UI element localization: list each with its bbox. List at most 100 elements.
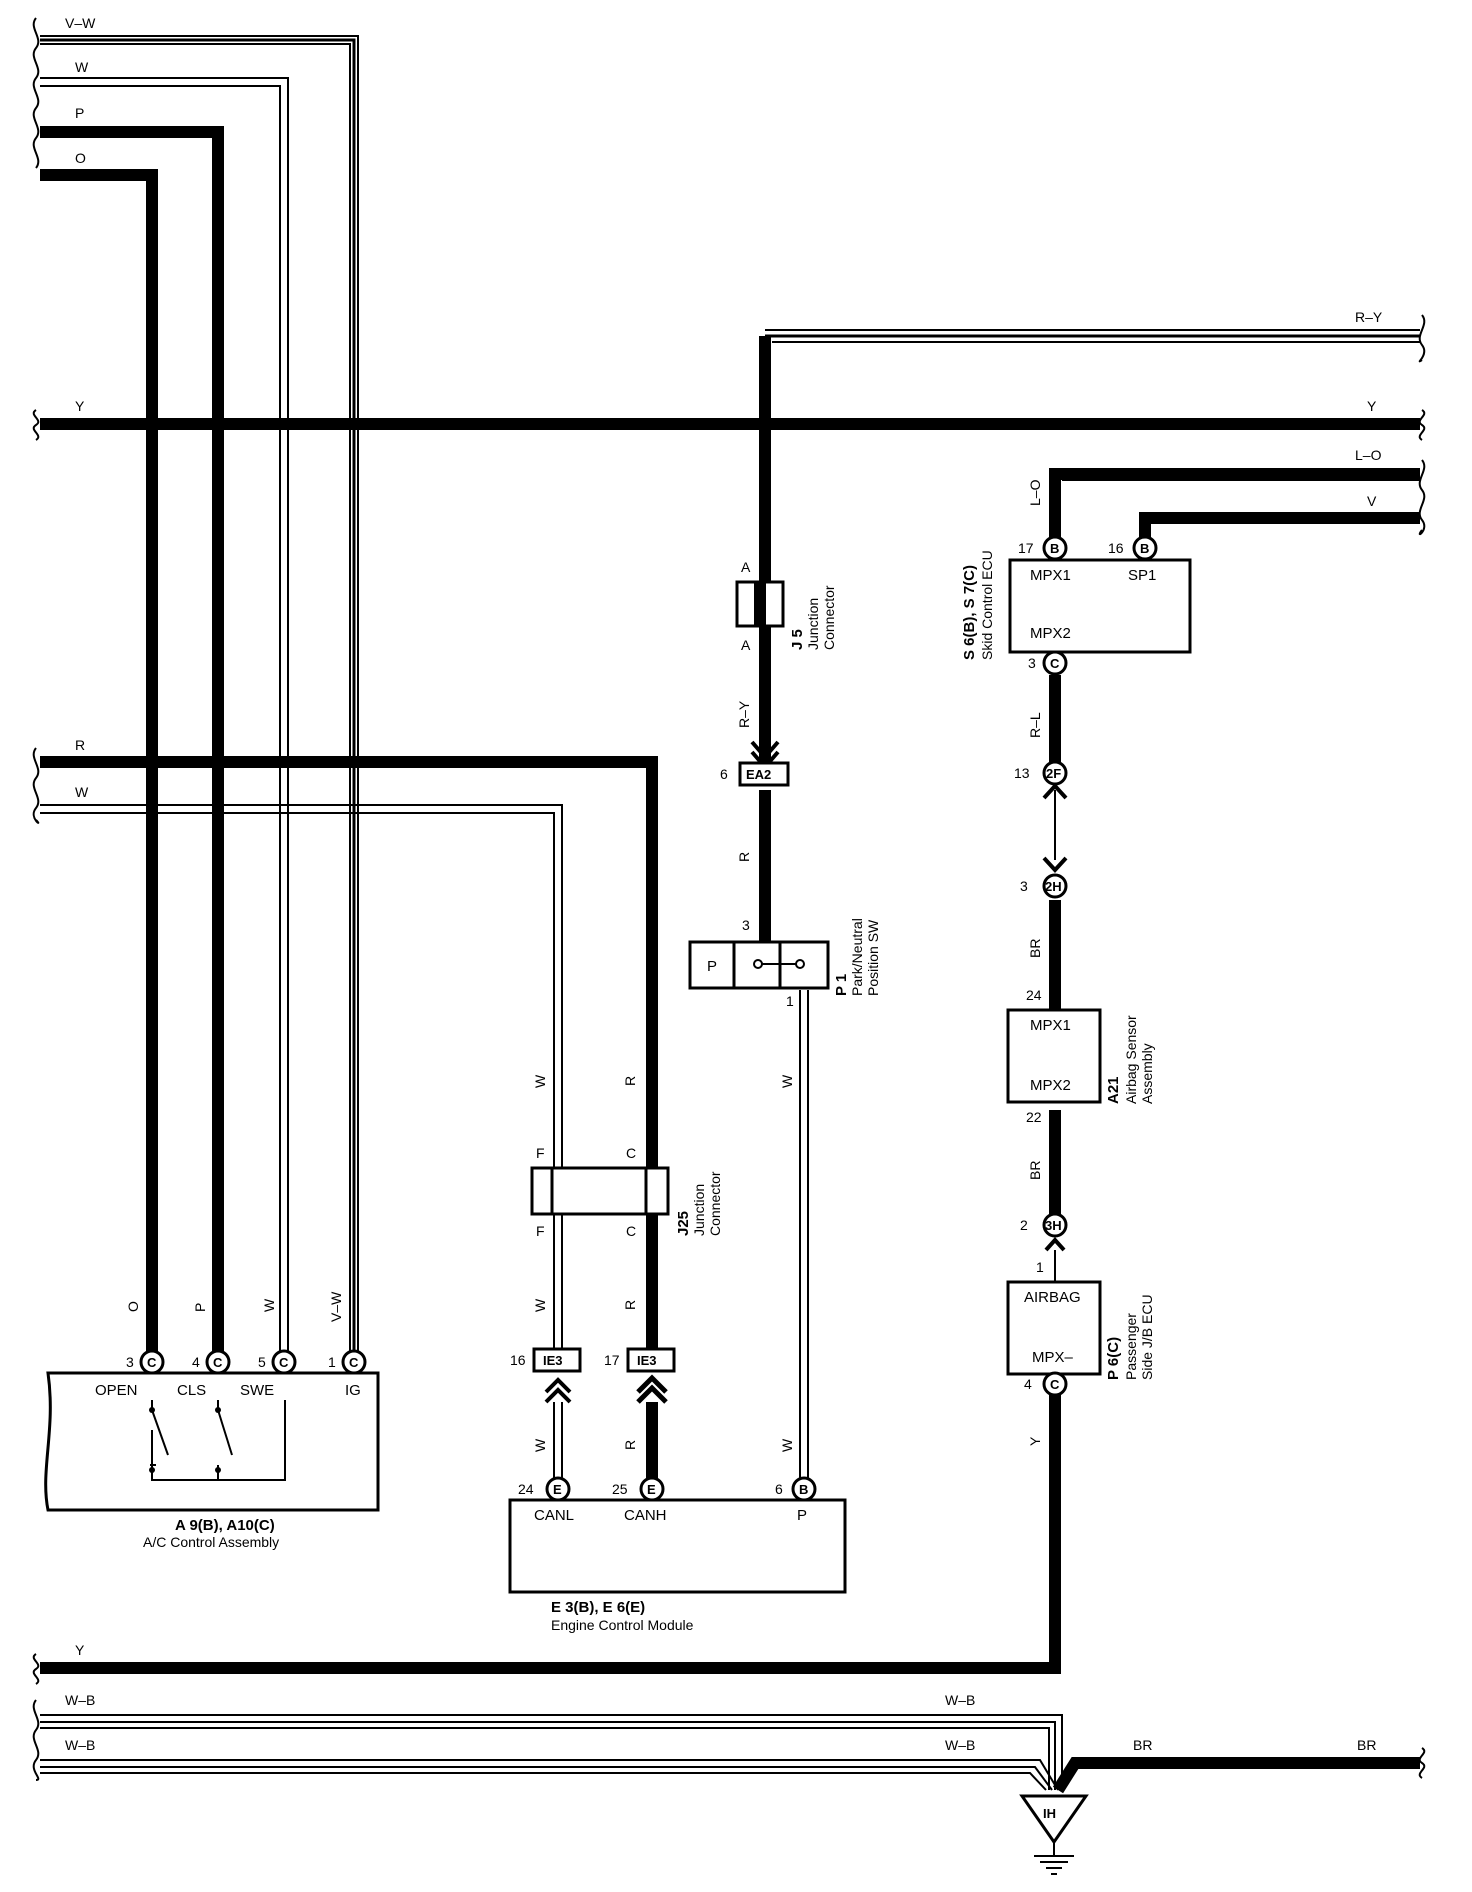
wire-w-top[interactable]	[40, 77, 289, 1362]
skid-pin-sp1[interactable]	[1132, 535, 1158, 561]
j25-desc1: Junction	[691, 1184, 707, 1236]
arrow-up-icon	[1042, 783, 1068, 800]
ac-pin-letter: C	[213, 1355, 223, 1370]
ie3-right-pin: 17	[604, 1352, 620, 1368]
engine-control-module[interactable]: E 24 CANL E 25 CANH B 6 P E 3(B), E 6(E)…	[508, 1476, 847, 1633]
ground-triangle[interactable]	[1019, 1794, 1089, 1845]
skid-pin-mpx1[interactable]	[1042, 535, 1068, 561]
skid-code: S 6(B), S 7(C)	[961, 565, 978, 660]
connector-2h[interactable]: 2H 3	[1020, 856, 1068, 899]
skid-control-ecu[interactable]: B 17 MPX1 B 16 SP1 C 3 MPX2 S 6(B), S 7(…	[961, 535, 1192, 676]
connector-3h[interactable]: 3H 2	[1020, 1212, 1068, 1282]
j25-pin-left-bot: F	[536, 1223, 545, 1239]
vlabel-r-j25-top: R	[622, 1076, 638, 1086]
ac-pin-swe[interactable]: C 5 SWE	[240, 1349, 297, 1399]
label-v-w-top: V–W	[65, 15, 96, 31]
wire-r[interactable]	[40, 756, 658, 1365]
wire-y-bottom[interactable]	[40, 1395, 1061, 1674]
skid-label-sp1: SP1	[1128, 567, 1156, 584]
ac-pin-cls[interactable]: C 4 CLS	[177, 1349, 231, 1399]
vlabel-w-ecm-left: W	[532, 1438, 548, 1452]
ecm-pin-p[interactable]	[791, 1476, 817, 1502]
airbag-sensor-desc2: Assembly	[1139, 1043, 1155, 1104]
vlabel-o-ac: O	[125, 1301, 141, 1312]
label-l-o-right: L–O	[1355, 447, 1382, 463]
wire-labels: V–W W P O Y Y R–Y L–O V R W Y W–B W–B W–…	[65, 15, 1383, 1753]
wire-br-ground[interactable]	[1052, 1757, 1420, 1794]
label-r-mid: R	[75, 737, 85, 753]
ac-pin-label: CLS	[177, 1382, 206, 1399]
ground-point[interactable]: IH	[1019, 1794, 1089, 1875]
j5-pin-bot: A	[741, 637, 751, 653]
ecm-label-canl: CANL	[534, 1507, 574, 1524]
vlabel-w-p1: W	[779, 1074, 795, 1088]
wire-v[interactable]	[1139, 512, 1420, 548]
vlabel-w-ecm-right: W	[779, 1438, 795, 1452]
p1-letter: P	[707, 958, 717, 975]
wire-p[interactable]	[40, 126, 224, 1362]
ecm-pin-canl[interactable]	[545, 1476, 571, 1502]
vlabel-w-j25-top: W	[532, 1074, 548, 1088]
wire-w-mid[interactable]	[40, 804, 563, 1365]
j25-pin-left-top: F	[536, 1145, 545, 1161]
passenger-side-jb-ecu[interactable]: 1 AIRBAG MPX– C 4 P 6(C) Passenger Side …	[1006, 1259, 1155, 1397]
j5-desc2: Connector	[821, 585, 837, 650]
ie3-left-label: IE3	[543, 1353, 563, 1368]
ac-pin-letter: C	[279, 1355, 289, 1370]
label-p-top: P	[75, 105, 84, 121]
p6-label-top: AIRBAG	[1024, 1289, 1081, 1306]
ac-pin-num: 5	[258, 1354, 266, 1370]
ac-body[interactable]	[44, 1371, 380, 1512]
ea2-body[interactable]	[738, 761, 790, 787]
p6-pin-bot-connector[interactable]	[1042, 1371, 1068, 1397]
ecm-body[interactable]	[508, 1498, 847, 1594]
label-y-main-right: Y	[1367, 398, 1377, 414]
vlabel-p-ac: P	[192, 1303, 208, 1312]
ecm-code: E 3(B), E 6(E)	[551, 1599, 645, 1616]
wire-o[interactable]	[40, 169, 158, 1362]
wire-w-b-1[interactable]	[40, 1714, 1063, 1790]
vlabel-r-ecm: R	[622, 1440, 638, 1450]
vlabel-vw-ac: V–W	[328, 1291, 344, 1322]
ac-pin-letter: C	[349, 1355, 359, 1370]
label-wb-2-left: W–B	[65, 1737, 95, 1753]
skid-pin-mpx2[interactable]	[1042, 650, 1068, 676]
j25-junction-connector[interactable]: F F C C J25 Junction Connector	[530, 1145, 723, 1239]
wire-v-w[interactable]	[40, 35, 359, 1362]
p6-desc2: Side J/B ECU	[1139, 1294, 1155, 1380]
ac-control-assembly[interactable]: C 3 OPEN C 4 CLS C 5 SWE C 1 IG A 9(B), …	[44, 1349, 380, 1550]
j25-desc2: Connector	[707, 1171, 723, 1236]
skid-body[interactable]	[1008, 558, 1192, 654]
ie3-right-connector[interactable]: IE3 17	[604, 1347, 676, 1404]
ie3-left-connector[interactable]: IE3 16	[510, 1347, 582, 1404]
vlabel-w-j25-bot: W	[532, 1298, 548, 1312]
airbag-sensor-assembly[interactable]: 24 MPX1 MPX2 22 A21 Airbag Sensor Assemb…	[1006, 987, 1155, 1125]
p6-pin-top: 1	[1036, 1259, 1044, 1275]
airbag-sensor-body[interactable]	[1006, 1008, 1102, 1104]
ecm-pin-canh[interactable]	[639, 1476, 665, 1502]
vlabel-br-mid: BR	[1027, 1161, 1043, 1180]
airbag-sensor-pin-bot: 22	[1026, 1109, 1042, 1125]
ac-pin-num: 3	[126, 1354, 134, 1370]
ac-pin-open[interactable]: C 3 OPEN	[95, 1349, 165, 1399]
ea2-connector[interactable]: EA2 6	[720, 761, 790, 787]
ac-pin-ig[interactable]: C 1 IG	[328, 1349, 367, 1399]
arrow-down-icon	[1042, 856, 1068, 873]
p6-body[interactable]	[1006, 1280, 1102, 1376]
switch-contact-icon	[795, 959, 805, 969]
vlabel-r-ea2: R	[736, 852, 752, 862]
j25-pin-right-bot: C	[626, 1223, 636, 1239]
wire-l-o[interactable]	[1049, 468, 1420, 548]
j5-junction-connector[interactable]: A A J 5 Junction Connector	[735, 559, 837, 653]
airbag-sensor-label-top: MPX1	[1030, 1017, 1071, 1034]
p6-code: P 6(C)	[1105, 1337, 1122, 1380]
thick-wires	[40, 126, 1420, 1794]
ie3-right-body[interactable]	[626, 1347, 676, 1373]
wire-w-b-2[interactable]	[40, 1759, 1059, 1791]
ecm-label-p: P	[797, 1507, 807, 1524]
p1-park-neutral-switch[interactable]: P 3 1 P 1 Park/Neutral Position SW	[688, 917, 881, 1009]
ie3-left-body[interactable]	[532, 1347, 582, 1373]
ac-code: A 9(B), A10(C)	[175, 1517, 275, 1534]
connector-2f[interactable]: 2F 13	[1014, 760, 1068, 800]
skid-pin-num-mpx2: 3	[1028, 655, 1036, 671]
